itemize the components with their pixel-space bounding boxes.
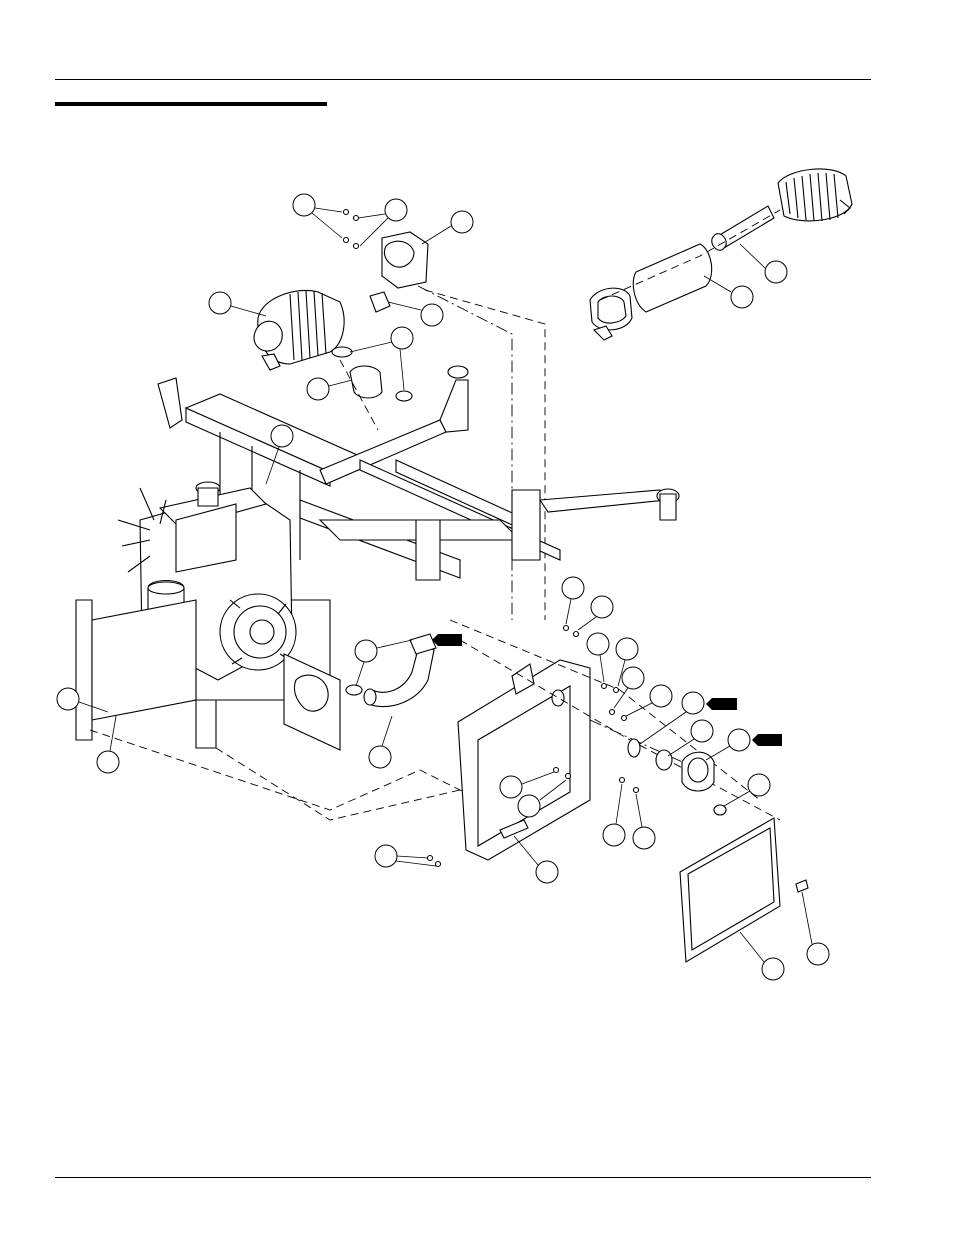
callout-bubble: [355, 640, 377, 662]
callout-bubble: [731, 286, 753, 308]
callout-bubble: [57, 688, 79, 710]
black-tag: [432, 634, 462, 646]
callout-bubble: [633, 827, 655, 849]
black-tag: [706, 698, 737, 710]
callout-bubble: [762, 958, 784, 980]
callout-bubble: [385, 199, 407, 221]
callout-bubble: [562, 577, 584, 599]
callout-bubble: [209, 292, 231, 314]
callout-bubble: [369, 746, 391, 768]
callout-bubble: [451, 211, 473, 233]
callout-bubble: [536, 861, 558, 883]
callout-bubble: [97, 751, 119, 773]
callout-bubble: [682, 692, 704, 714]
callout-bubble: [271, 425, 293, 447]
callout-bubble: [591, 596, 613, 618]
radiator-screen: [680, 818, 808, 962]
air-cleaner-exploded-view: [590, 169, 852, 340]
callout-bubble: [391, 327, 413, 349]
air-cleaner-assembly: [254, 210, 545, 621]
callout-bubble: [765, 261, 787, 283]
callout-bubble: [518, 795, 540, 817]
callout-bubble: [293, 194, 315, 216]
callout-bubble: [375, 845, 397, 867]
callout-bubble: [603, 824, 625, 846]
callout-bubble: [622, 667, 644, 689]
callout-bubble: [500, 776, 522, 798]
callout-bubble: [728, 729, 750, 751]
callout-bubble: [616, 638, 638, 660]
callout-bubble: [748, 774, 770, 796]
black-tag: [752, 734, 782, 746]
callout-bubble: [307, 378, 329, 400]
callout-bubble: [650, 685, 672, 707]
callout-bubble: [587, 633, 609, 655]
callout-bubble: [807, 943, 829, 965]
callout-bubble: [421, 304, 443, 326]
callout-bubble: [691, 720, 713, 742]
